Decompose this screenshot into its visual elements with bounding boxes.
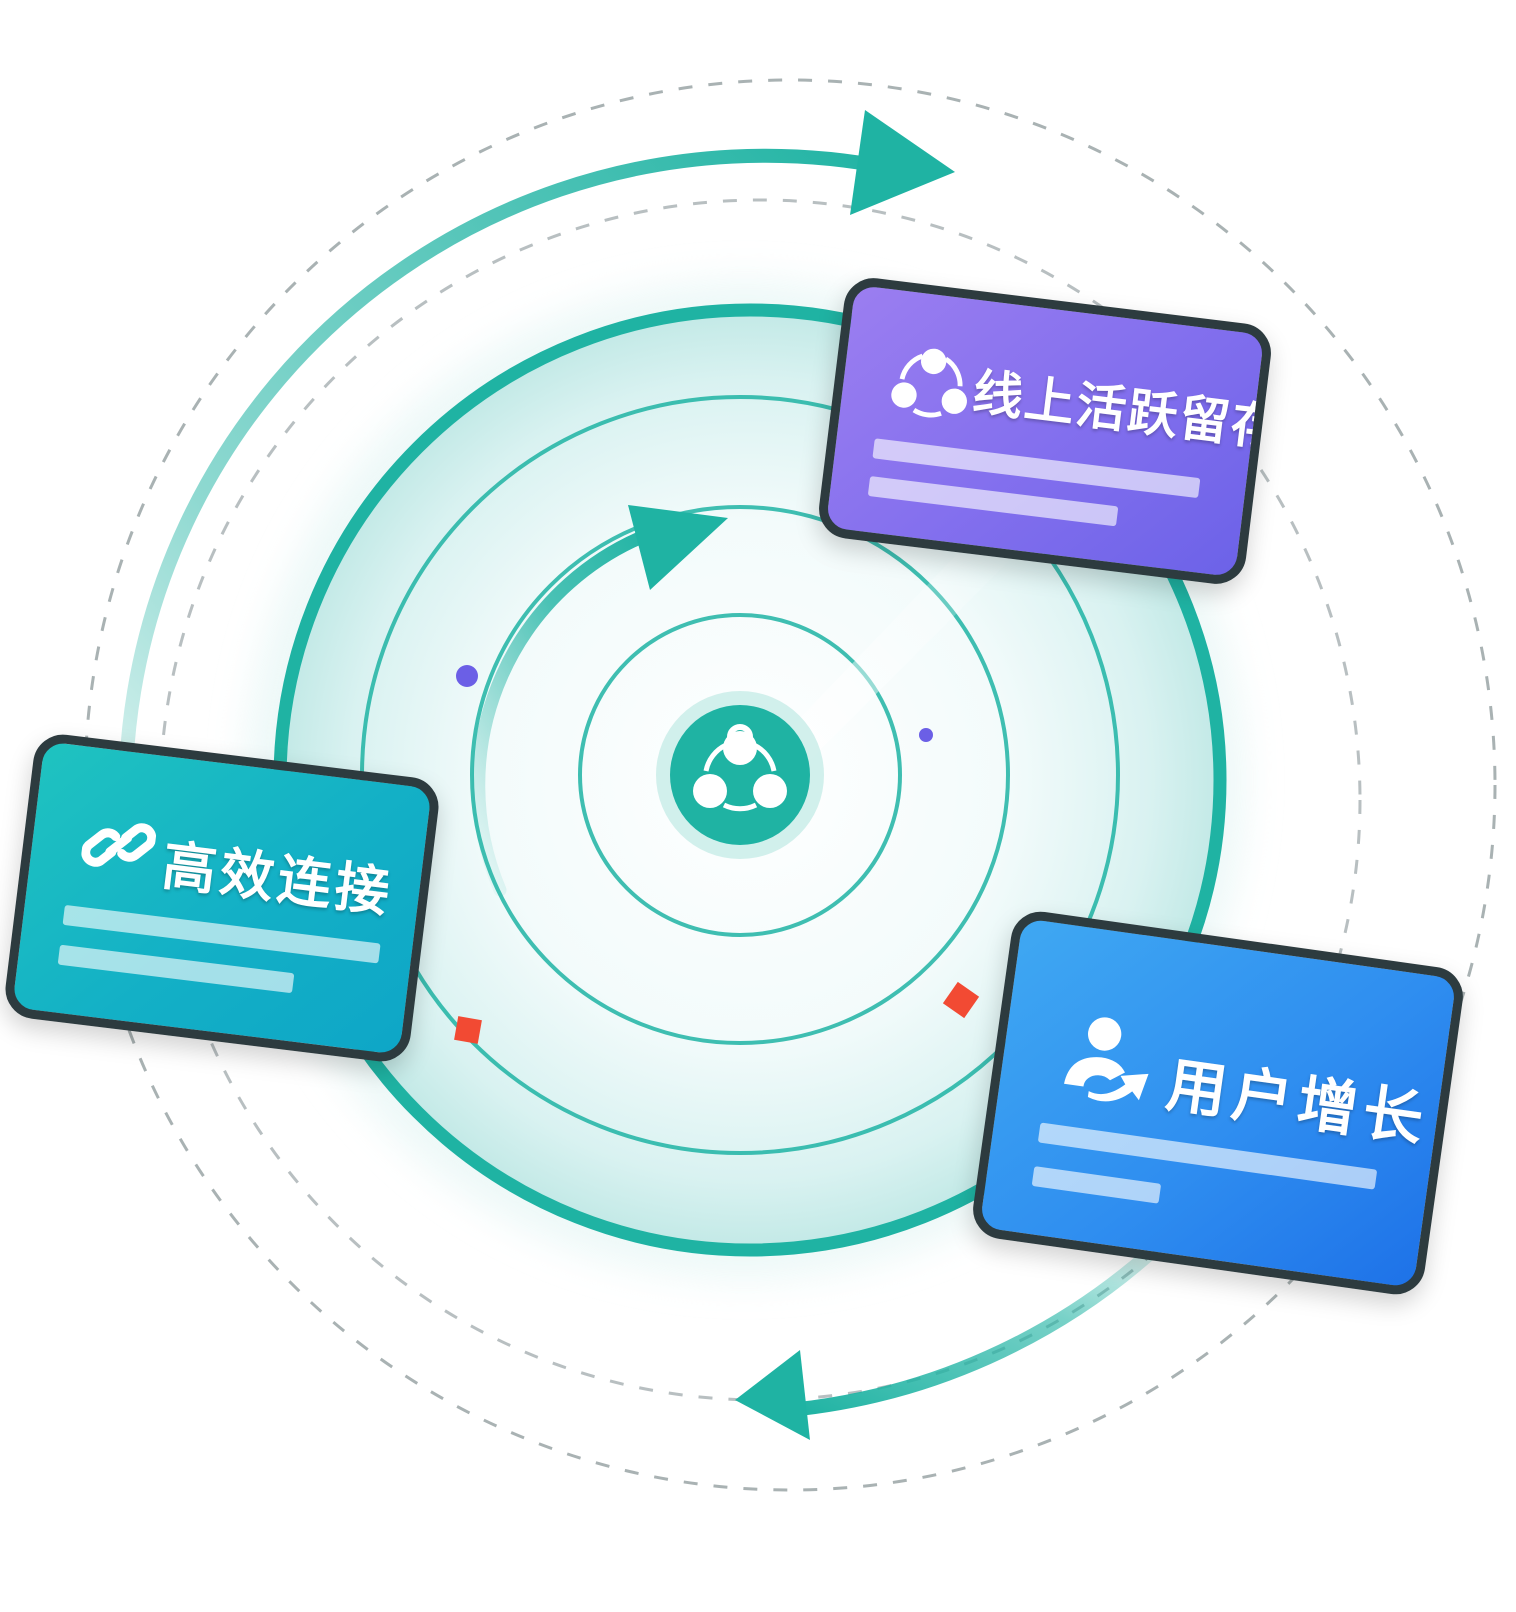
bottom-arrow-head [735, 1350, 810, 1440]
top-arrow-head [850, 110, 955, 215]
light-beam [760, 530, 1010, 790]
card-label: 高效连接 [158, 833, 397, 925]
inner-cycle-arrow [472, 523, 667, 897]
inner-ring-2 [470, 505, 1010, 1045]
card-efficient-connection: 高效连接 [2, 731, 442, 1065]
placeholder-line [1031, 1166, 1162, 1204]
red-square [454, 1016, 482, 1044]
bottom-cycle-arrow [783, 1218, 1187, 1417]
purple-dot-small [919, 728, 933, 742]
purple-dot [456, 665, 478, 687]
card-online-active-retention: 线上活跃留存 [815, 274, 1275, 588]
inner-ring-3 [578, 613, 902, 937]
user-growth-icon [1064, 1017, 1149, 1102]
link-icon [81, 823, 157, 867]
red-diamond [942, 981, 980, 1019]
share-nodes-icon [693, 724, 787, 812]
card-user-growth: 用户增长 [969, 907, 1467, 1299]
card-label: 用户增长 [1162, 1050, 1434, 1157]
share-nodes-icon [891, 348, 967, 418]
inner-arrow-head [628, 505, 728, 590]
hub [670, 705, 810, 845]
outer-dashed-ring [83, 78, 1497, 1492]
placeholder-line [57, 944, 295, 994]
card-label: 线上活跃留存 [969, 363, 1275, 459]
